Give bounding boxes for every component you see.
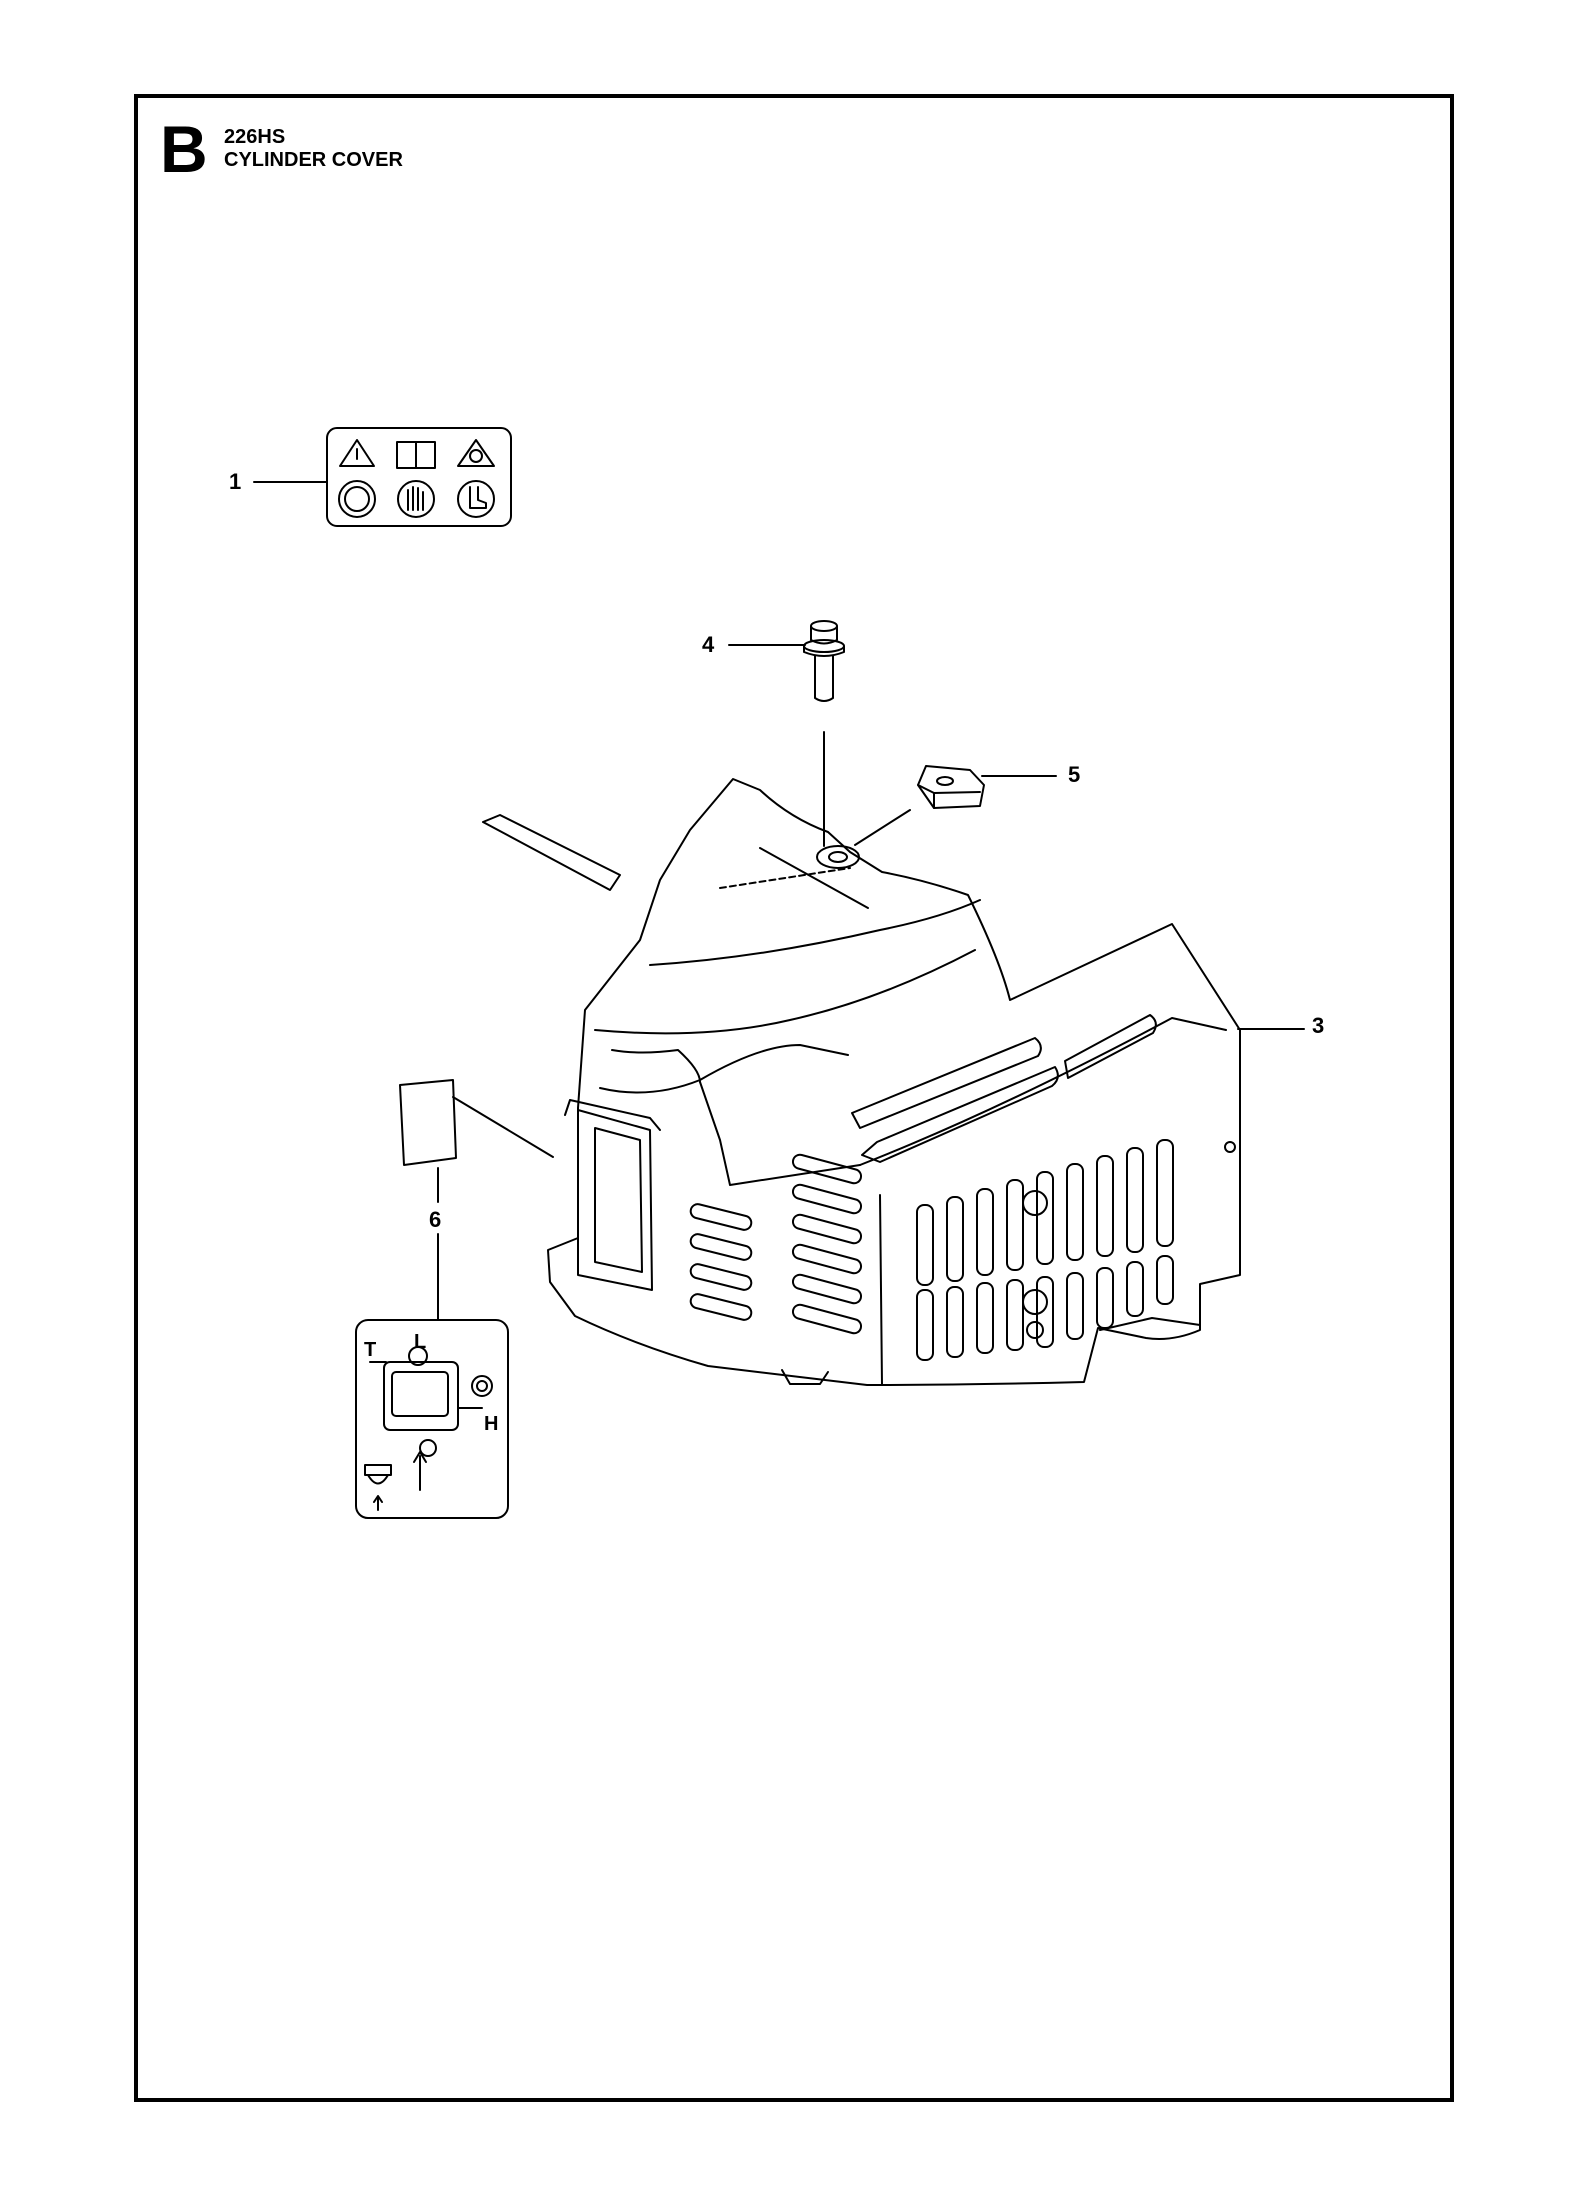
label-strip <box>482 814 621 891</box>
warning-triangle-icon <box>339 439 375 467</box>
rubber-plug <box>917 765 985 809</box>
front-vent-slots <box>916 1139 1174 1361</box>
cylinder-cover <box>547 778 1241 1386</box>
ear-protection-icon <box>338 480 376 518</box>
leader-line-6c <box>452 1096 554 1158</box>
side-vent-slots <box>689 1153 863 1335</box>
diagram-title: CYLINDER COVER <box>224 149 403 171</box>
callout-3: 3 <box>1312 1013 1325 1038</box>
callout-1: 1 <box>229 469 242 494</box>
carburetor-decal <box>355 1319 509 1519</box>
page-frame <box>134 94 1454 2102</box>
primer-bulb-icon <box>364 1464 392 1476</box>
decal-letter-t: T <box>364 1339 376 1361</box>
screw <box>803 620 845 702</box>
arrow-up-icon <box>413 1451 427 1491</box>
warning-kickback-icon <box>457 439 495 467</box>
small-square-label <box>399 1079 457 1166</box>
carburetor-body-icon <box>383 1361 459 1431</box>
gloves-icon <box>397 480 435 518</box>
callout-4: 4 <box>702 632 715 657</box>
top-vent-slats <box>851 1014 1157 1163</box>
callout-6: 6 <box>429 1207 442 1232</box>
callout-5: 5 <box>1068 762 1081 787</box>
boots-icon <box>457 480 495 518</box>
section-letter: B <box>160 112 208 186</box>
decal-letter-l: L <box>414 1331 426 1353</box>
decal-letter-h: H <box>484 1413 498 1435</box>
plug-leader-line <box>854 809 911 846</box>
model-number: 226HS <box>224 126 286 148</box>
warning-decal <box>326 427 512 527</box>
